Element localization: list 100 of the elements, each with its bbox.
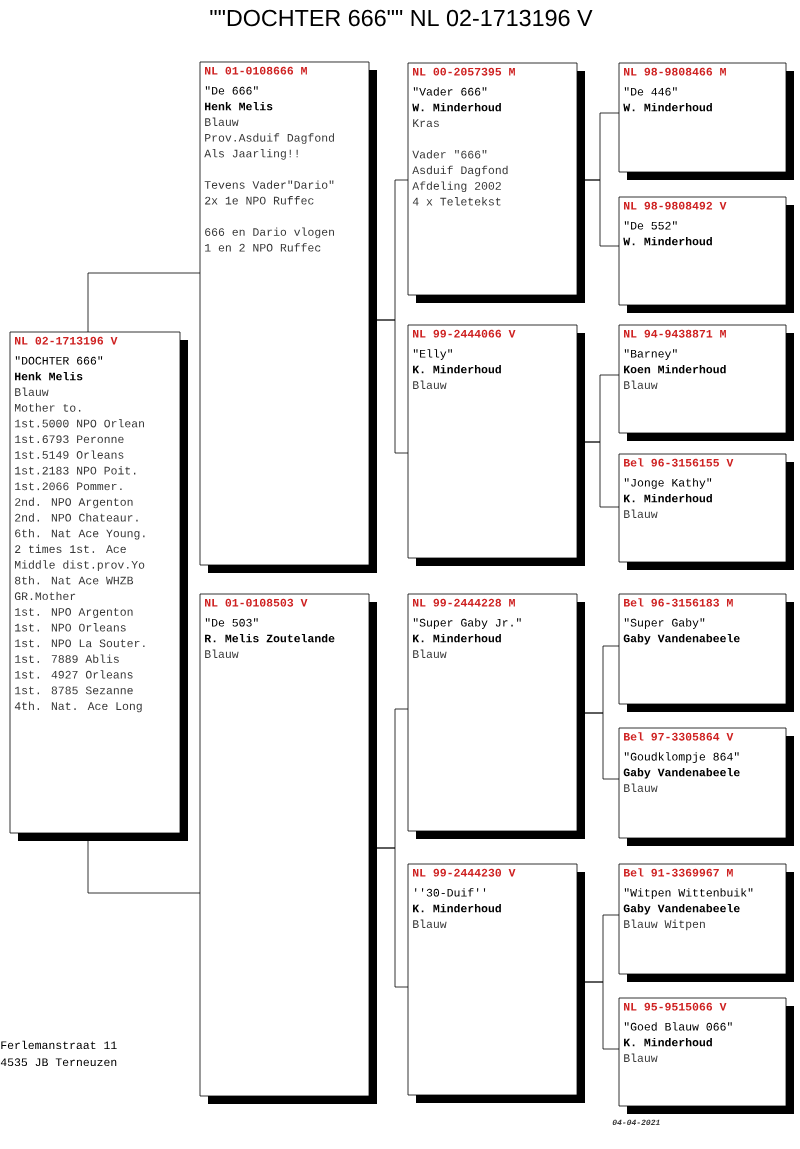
pedigree-note: Mother to. [15, 403, 81, 412]
pedigree-note: Vader "666" [412, 150, 487, 159]
connector-line [87, 272, 201, 333]
ring-number: Bel 96-3156183 M [624, 598, 733, 607]
pedigree-note: 2x 1e NPO Ruffec [205, 196, 314, 205]
pedigree-note: 1st. 4927 Orleans [15, 670, 133, 679]
pigeon-name: "De 552" [624, 221, 677, 230]
ring-number: NL 01-0108666 M [205, 66, 307, 75]
owner-name: K. Minderhoud [413, 633, 501, 643]
pedigree-card [199, 593, 377, 1104]
owner-name: K. Minderhoud [413, 903, 501, 913]
owner-name: K. Minderhoud [413, 364, 501, 374]
pedigree-note: 2 times 1st. Ace [15, 544, 126, 553]
pedigree-card [199, 61, 377, 573]
connector-line [376, 847, 409, 988]
pedigree-note: 6th. Nat Ace Young. [15, 528, 145, 540]
pigeon-name: "Goudklompje 864" [624, 752, 739, 763]
pedigree-note: Blauw [624, 509, 658, 518]
pedigree-note: Blauw [205, 117, 239, 126]
ring-number: NL 01-0108503 V [205, 598, 308, 607]
pedigree-note: 666 en Dario vlogen [205, 227, 334, 239]
pedigree-note: Middle dist.prov.Yo [15, 560, 145, 571]
owner-name: Gaby Vandenabeele [623, 767, 740, 779]
ring-number: NL 94-9438871 M [624, 329, 726, 338]
pedigree-note: 1st. NPO La Souter. [15, 639, 145, 648]
ring-number: NL 02-1713196 V [15, 336, 118, 345]
ring-number: NL 98-9808466 M [624, 67, 726, 76]
ring-number: NL 99-2444228 M [413, 598, 515, 607]
pigeon-name: "Barney" [624, 349, 677, 360]
date-text: 04-04-2021 [612, 1119, 660, 1126]
owner-name: Henk Melis [205, 101, 273, 111]
pedigree-note: Kras [413, 119, 439, 127]
pedigree-card [618, 997, 794, 1114]
connector-line [584, 981, 620, 1050]
owner-name: W. Minderhoud [623, 236, 712, 246]
pedigree-card [407, 863, 585, 1103]
pedigree-note: Blauw [624, 380, 658, 389]
pedigree-card [618, 727, 794, 846]
pedigree-note: 1st.5149 Orleans [15, 450, 124, 459]
owner-name: Gaby Vandenabeele [623, 903, 740, 915]
pedigree-note: 4th. Nat. Ace Long [14, 701, 142, 713]
pedigree-note: 1st.2066 Pommer. [15, 482, 122, 491]
owner-name: K. Minderhoud [624, 493, 712, 503]
pedigree-card [407, 324, 585, 566]
owner-name: R. Melis Zoutelande [205, 633, 335, 643]
pedigree-note: Blauw [624, 783, 658, 792]
page-title: ""DOCHTER 666"" NL 02-1713196 V [210, 9, 593, 27]
pigeon-name: "De 666" [205, 86, 258, 95]
pedigree-note: 1st. 8785 Sezanne [15, 686, 133, 695]
ring-number: NL 99-2444230 V [413, 868, 516, 877]
ring-number: NL 98-9808492 V [624, 201, 727, 210]
connector-line [584, 179, 620, 247]
pigeon-name: "DOCHTER 666" [15, 356, 103, 365]
pigeon-name: "De 503" [205, 618, 258, 627]
owner-name: K. Minderhoud [624, 1037, 712, 1047]
owner-name: W. Minderhoud [412, 102, 501, 112]
pedigree-note: Blauw [413, 649, 447, 658]
pedigree-note: 4 x Teletekst [412, 197, 501, 206]
connector-line [584, 441, 620, 508]
pedigree-card [618, 196, 794, 313]
pigeon-name: "Super Gaby Jr." [413, 618, 521, 629]
pedigree-note: Als Jaarling!! [204, 149, 298, 160]
ring-number: Bel 91-3369967 M [624, 868, 733, 877]
pedigree-card [618, 593, 794, 712]
connector-line [87, 840, 201, 894]
pedigree-note: Blauw [413, 380, 447, 389]
pedigree-note: 1st.2183 NPO Poit. [15, 466, 136, 475]
pedigree-note: Blauw [15, 387, 49, 396]
pigeon-name: "Witpen Wittenbuik" [624, 888, 753, 899]
pedigree-card [618, 62, 794, 180]
pigeon-name: "Vader 666" [413, 87, 487, 96]
address-line: Ferlemanstraat 11 [1, 1040, 117, 1050]
pigeon-name: "Goed Blauw 066" [624, 1022, 732, 1031]
pedigree-note: Tevens Vader"Dario" [204, 180, 334, 189]
connector-line [376, 319, 409, 454]
pedigree-note: 2nd. NPO Chateaur. [15, 513, 138, 522]
pedigree-card [618, 453, 794, 570]
pedigree-note: 2nd. NPO Argenton [15, 497, 133, 509]
pedigree-card [407, 62, 585, 303]
pedigree-card [618, 863, 794, 982]
owner-name: W. Minderhoud [623, 102, 712, 112]
pedigree-note: 1st. NPO Argenton [15, 608, 133, 619]
owner-name: Henk Melis [15, 371, 83, 381]
pedigree-note: 1st.6793 Peronne [15, 435, 124, 444]
pigeon-name: "Jonge Kathy" [624, 478, 712, 489]
connector-line [584, 712, 620, 780]
ring-number: NL 95-9515066 V [624, 1002, 727, 1011]
owner-name: Gaby Vandenabeele [623, 633, 740, 645]
pedigree-note: Blauw Witpen [624, 919, 705, 931]
address-line: 4535 JB Terneuzen [0, 1058, 117, 1067]
pedigree-card [9, 331, 188, 841]
pigeon-name: "Elly" [413, 349, 452, 360]
pedigree-note: 1 en 2 NPO Ruffec [205, 243, 321, 252]
ring-number: Bel 96-3156155 V [624, 458, 734, 467]
pigeon-name: ''30-Duif'' [415, 888, 486, 897]
pedigree-note: 8th. Nat Ace WHZB [15, 576, 134, 585]
pedigree-note: Blauw [205, 649, 239, 658]
pedigree-card [407, 593, 585, 839]
pedigree-note: 1st. NPO Orleans [15, 623, 126, 632]
ring-number: NL 99-2444066 V [413, 329, 516, 338]
